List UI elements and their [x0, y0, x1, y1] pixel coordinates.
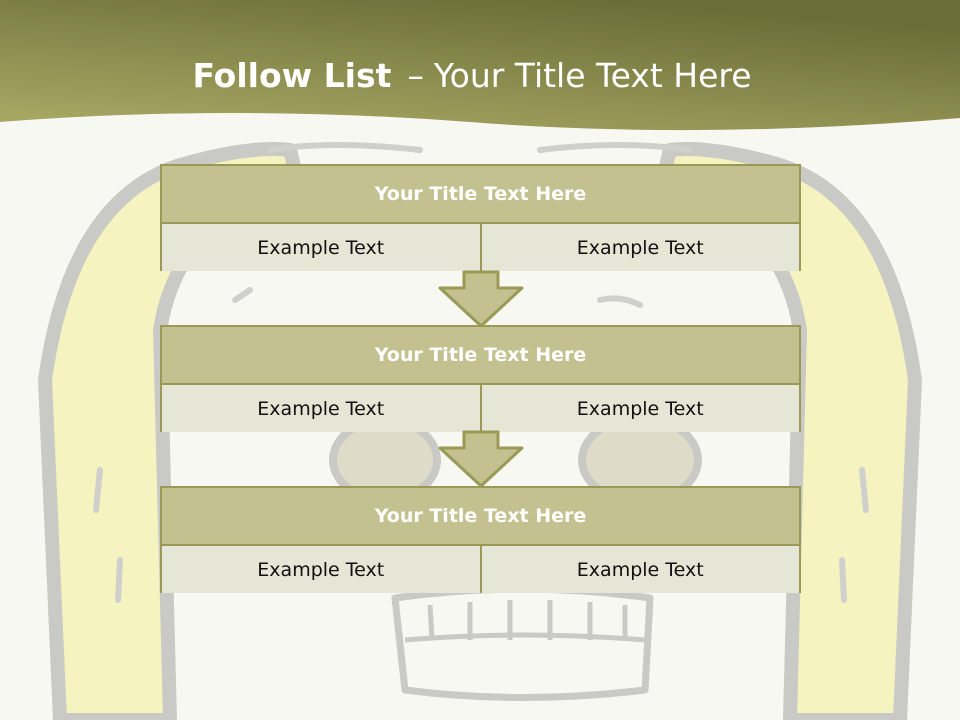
block-cells: Example Text Example Text — [162, 385, 799, 432]
block-cell-right: Example Text — [479, 224, 799, 271]
list-block-1: Your Title Text Here Example Text Exampl… — [160, 164, 801, 271]
down-arrow-icon — [438, 430, 524, 488]
block-cells: Example Text Example Text — [162, 546, 799, 593]
list-block-2: Your Title Text Here Example Text Exampl… — [160, 325, 801, 432]
block-title: Your Title Text Here — [162, 327, 799, 385]
block-title: Your Title Text Here — [162, 166, 799, 224]
slide-title: Follow List–Your Title Text Here — [0, 56, 944, 96]
down-arrow-icon — [438, 270, 524, 328]
block-cell-right: Example Text — [479, 546, 799, 593]
slide-title-rest: Your Title Text Here — [433, 56, 752, 95]
block-cell-left: Example Text — [162, 546, 480, 593]
block-cells: Example Text Example Text — [162, 224, 799, 271]
block-cell-left: Example Text — [162, 224, 480, 271]
block-cell-right: Example Text — [479, 385, 799, 432]
header-band — [0, 0, 960, 131]
slide-title-bold: Follow List — [192, 56, 392, 95]
list-block-3: Your Title Text Here Example Text Exampl… — [160, 486, 801, 593]
block-title: Your Title Text Here — [162, 488, 799, 546]
block-cell-left: Example Text — [162, 385, 480, 432]
slide-title-separator: – — [407, 56, 424, 95]
